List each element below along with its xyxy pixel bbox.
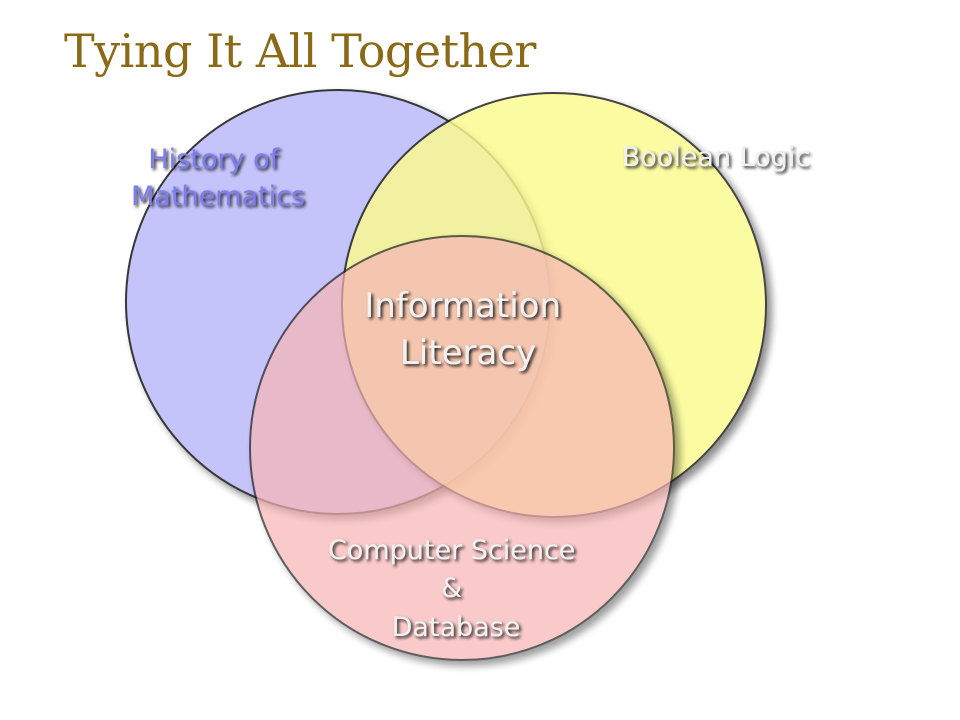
computer-science-database-label: Computer Science & Database xyxy=(328,535,584,643)
information-literacy-label: Information Literacy xyxy=(364,286,572,373)
history-of-mathematics-label: History of Mathematics xyxy=(131,144,305,212)
boolean-logic-label: Boolean Logic xyxy=(622,142,811,173)
computer-science-database-circle xyxy=(249,235,675,661)
slide-title: Tying It All Together xyxy=(64,24,536,78)
